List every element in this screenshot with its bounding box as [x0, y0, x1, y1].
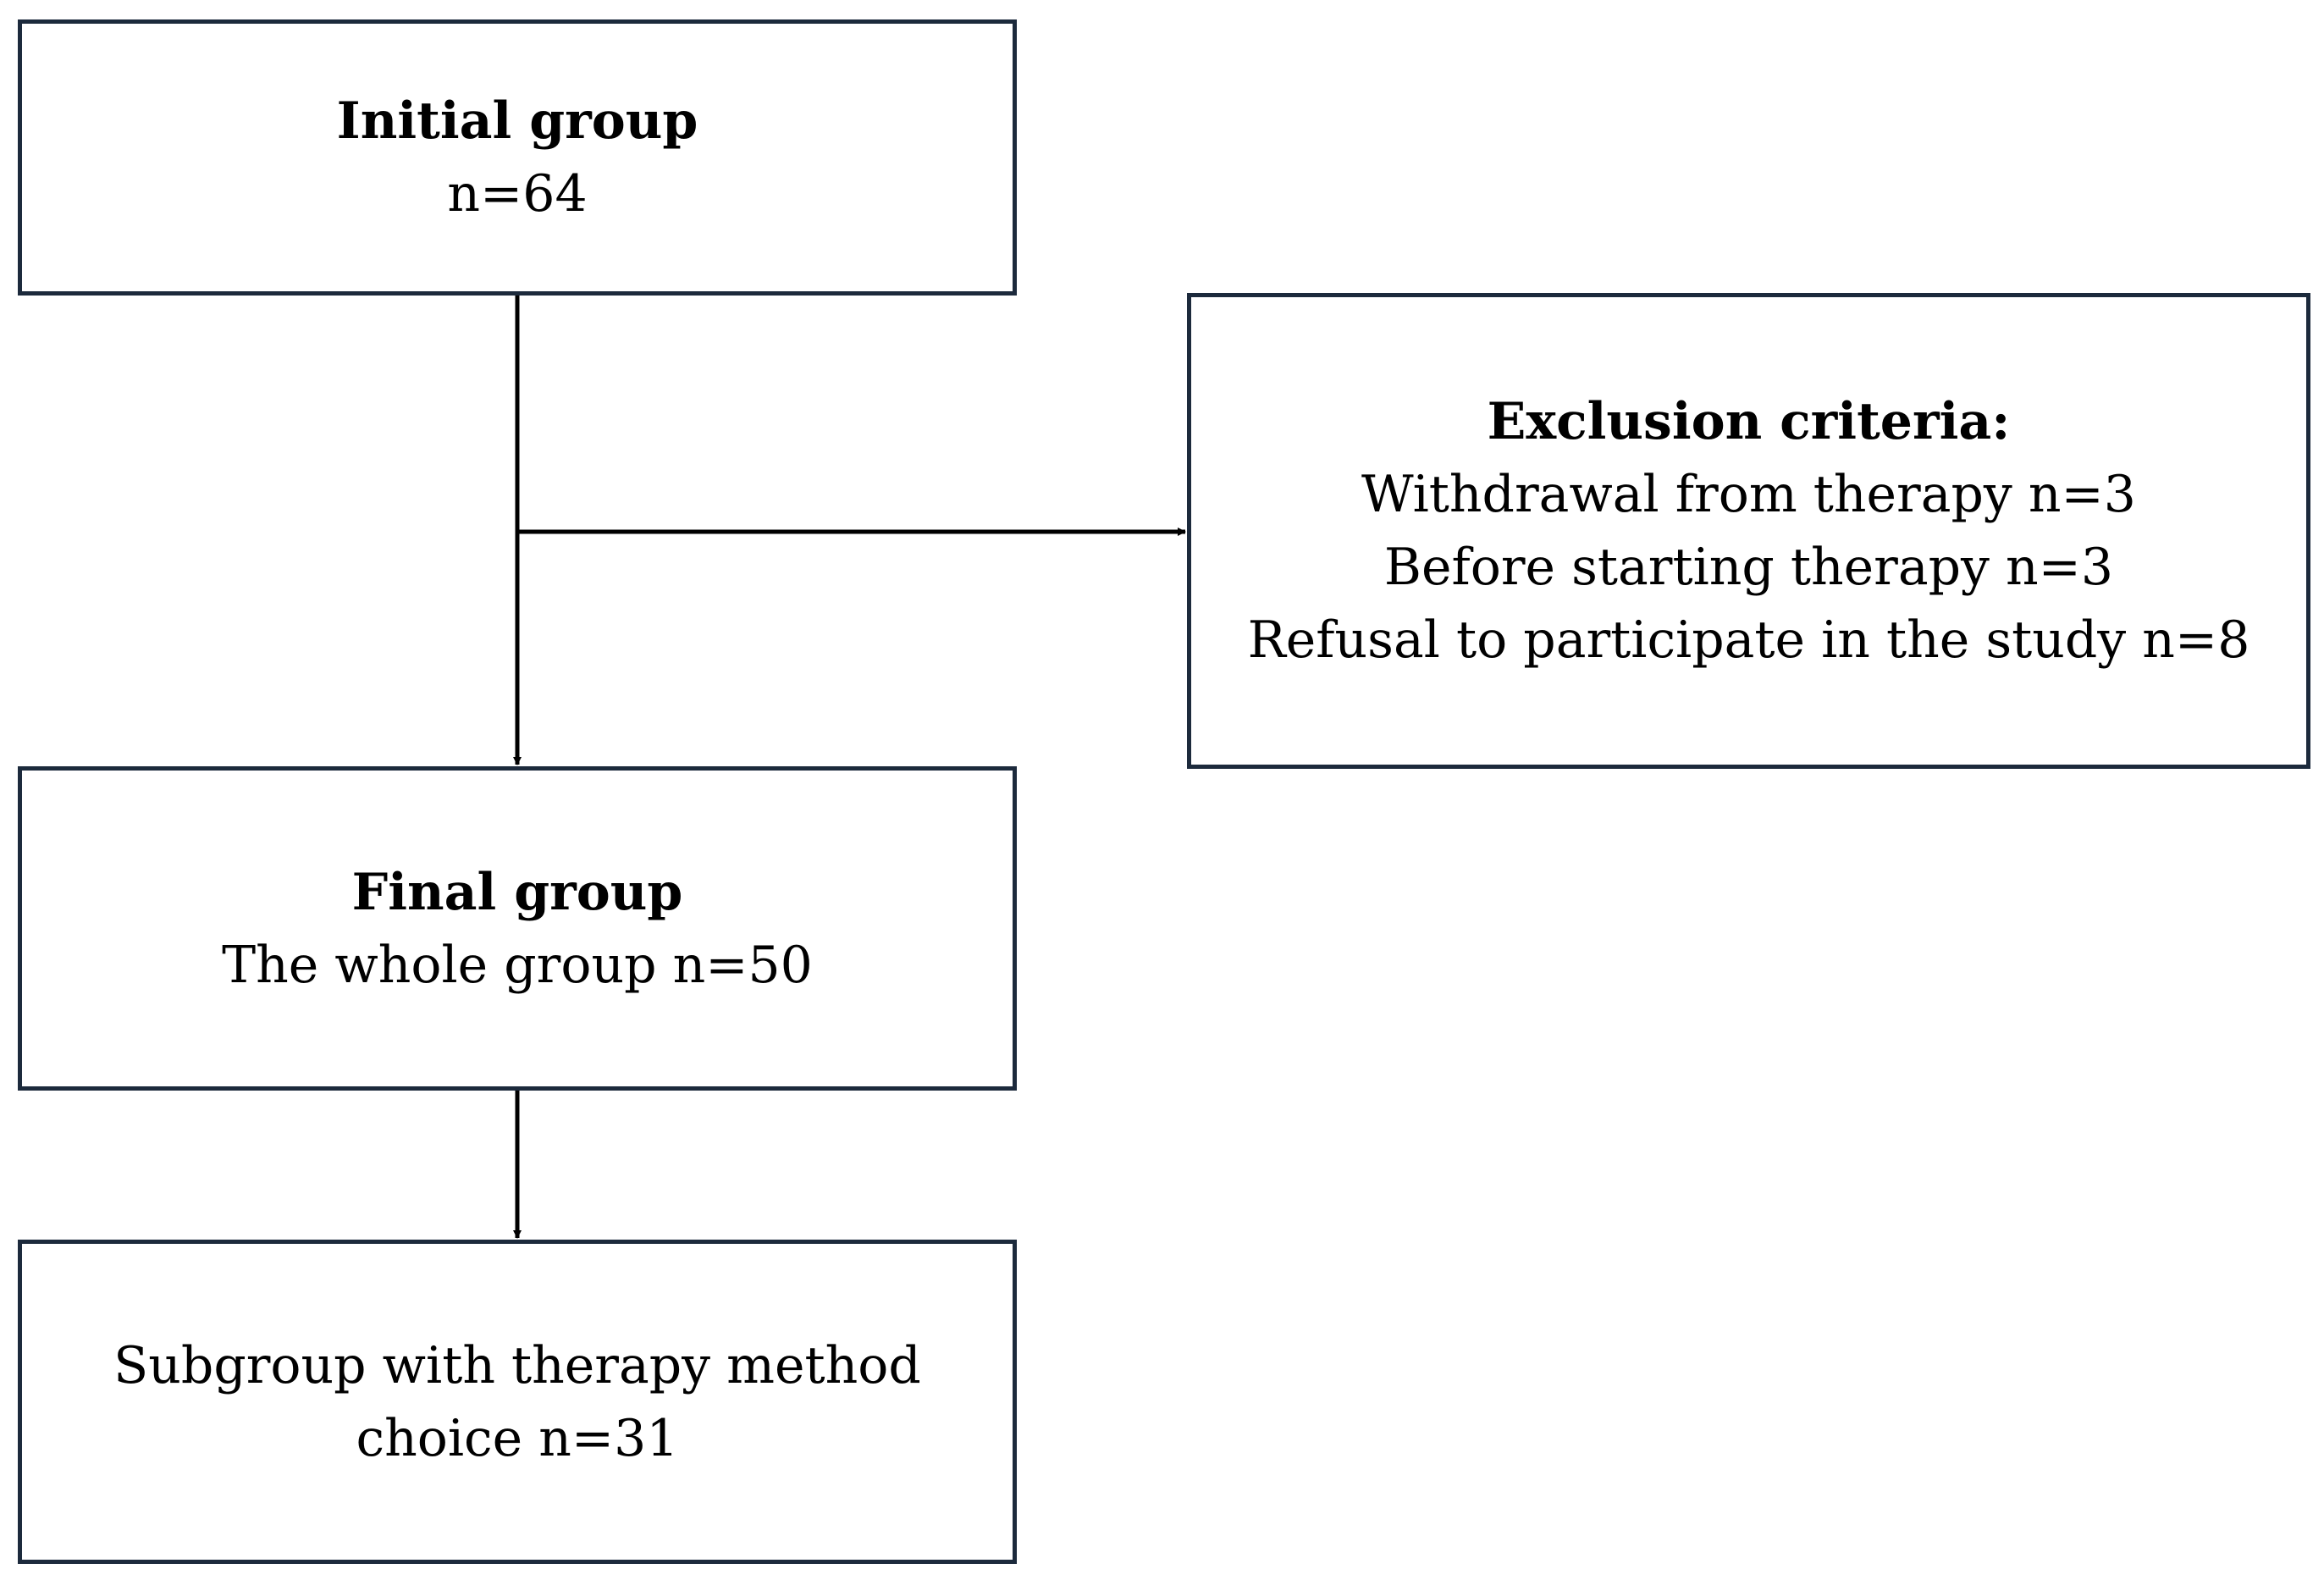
exclusion-item-withdrawal: Withdrawal from therapy n=3 — [1361, 465, 2136, 524]
subgroup-line-2: choice n=31 — [356, 1408, 679, 1468]
final-group-subtitle: The whole group n=50 — [222, 935, 813, 995]
initial-group-count: n=64 — [447, 164, 588, 224]
initial-group-box: Initial group n=64 — [18, 19, 1017, 296]
final-group-box: Final group The whole group n=50 — [18, 766, 1017, 1091]
exclusion-item-refusal: Refusal to participate in the study n=8 — [1247, 610, 2250, 670]
subgroup-line-1: Subgroup with therapy method — [113, 1335, 921, 1395]
exclusion-criteria-box: Exclusion criteria: Withdrawal from ther… — [1187, 293, 2310, 769]
final-group-title: Final group — [351, 862, 683, 922]
subgroup-box: Subgroup with therapy method choice n=31 — [18, 1240, 1017, 1564]
exclusion-item-before-starting: Before starting therapy n=3 — [1383, 538, 2114, 597]
exclusion-criteria-title: Exclusion criteria: — [1487, 392, 2011, 451]
initial-group-title: Initial group — [336, 91, 698, 151]
